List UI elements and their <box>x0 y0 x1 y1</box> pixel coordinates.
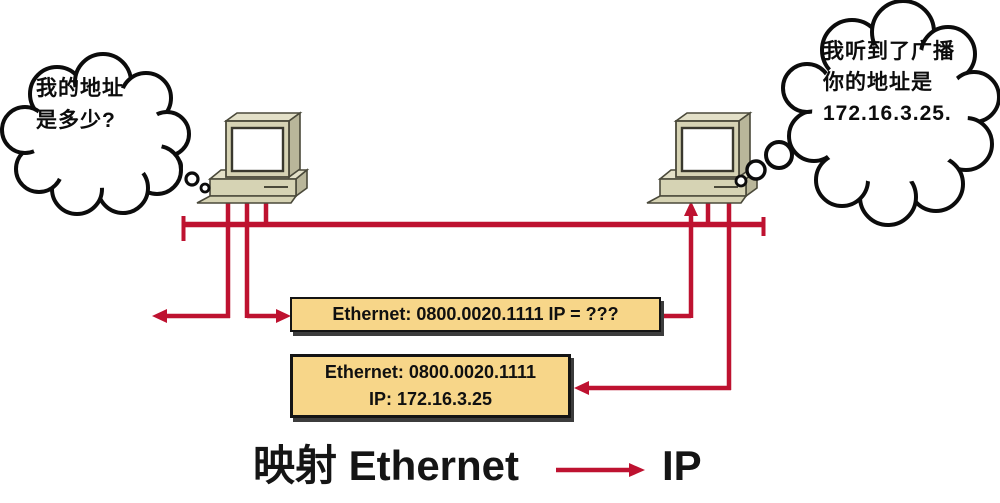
left-computer-icon <box>196 111 310 204</box>
right-bubble-line: 你的地址是 <box>823 71 933 94</box>
left-trail-dot-icon <box>184 171 200 187</box>
arp-reply-frame-box: Ethernet: 0800.0020.1111 IP: 172.16.3.25 <box>290 354 571 418</box>
caption: 映射 Ethernet IP <box>0 440 1000 500</box>
cloud-icon <box>0 52 191 216</box>
right-thought-bubble: 我听到了广播 你的地址是 172.16.3.25. <box>781 0 1000 236</box>
right-trail-dot-icon <box>745 159 767 181</box>
right-trail-dot-icon <box>764 140 794 170</box>
left-trail-dot-icon <box>199 182 211 194</box>
request-up-arrowhead-icon <box>684 201 698 216</box>
request-frame-arrowhead-icon <box>276 309 291 323</box>
cloud-icon <box>781 0 1000 227</box>
arp-reply-frame-line1: Ethernet: 0800.0020.1111 <box>324 362 537 382</box>
right-trail-dot-icon <box>734 174 748 188</box>
right-bubble-line: 我听到了广播 <box>823 40 955 63</box>
arp-request-frame-box: Ethernet: 0800.0020.1111 IP = ??? <box>290 297 661 332</box>
caption-ip-label: IP <box>662 442 702 489</box>
right-bubble-line: 172.16.3.25. <box>823 102 952 125</box>
left-bubble-line: 我的地址 <box>36 77 124 100</box>
arp-reply-frame-line2: IP: 172.16.3.25 <box>368 389 493 409</box>
reply-frame-arrowhead-icon <box>574 381 589 395</box>
arp-request-frame-text: Ethernet: 0800.0020.1111 IP = ??? <box>332 304 619 324</box>
broadcast-left-arrowhead-icon <box>152 309 167 323</box>
caption-mapping-label: 映射 Ethernet <box>253 442 520 489</box>
left-thought-bubble: 我的地址 是多少? <box>0 50 191 218</box>
left-bubble-line: 是多少? <box>36 109 116 132</box>
caption-arrowhead-icon <box>629 463 645 477</box>
